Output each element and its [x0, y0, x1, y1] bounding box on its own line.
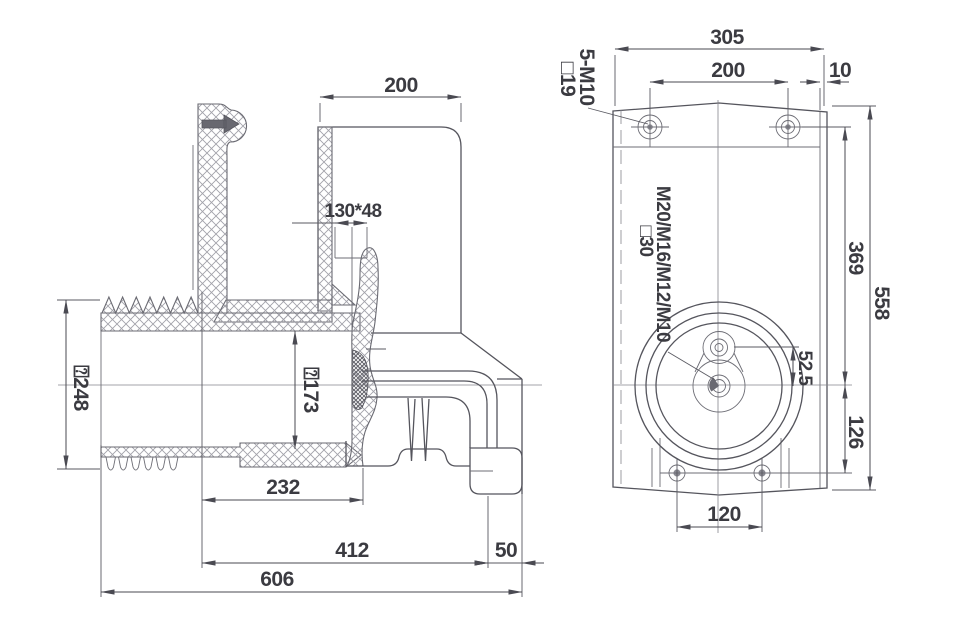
- top-sheds: [101, 295, 199, 315]
- insulator-column-section: [197, 103, 248, 314]
- dim-bore-diameter-label: ⍰173: [299, 367, 322, 413]
- top-cover-outline: [317, 126, 462, 334]
- ext-top-dims: [614, 55, 825, 110]
- rear-plate-edge: [460, 332, 523, 494]
- elbow-inner: [366, 396, 471, 448]
- ext-200: [319, 103, 462, 122]
- side-section-view: 200 130*48 ⍰248 ⍰173 232 412 50 606: [57, 74, 544, 597]
- terminal-note-leader: [667, 351, 716, 381]
- top-bolt-hole-right: [769, 108, 807, 147]
- terminal-note-depth-label: □30: [635, 225, 656, 256]
- dim-hole-to-center-label: 52.5: [794, 351, 815, 387]
- ext-side-dims: [676, 105, 876, 532]
- dim-center-to-lower-holes-label: 126: [844, 415, 867, 449]
- elbow-mid: [362, 380, 488, 448]
- bolt-note-leader: [587, 107, 649, 125]
- top-bolt-hole-left: [631, 108, 669, 147]
- tube-top-wall-section: [100, 312, 361, 332]
- elbow-fins: [407, 397, 430, 462]
- slot-lines: [334, 227, 368, 340]
- dim-overall-length-label: 606: [260, 568, 294, 591]
- dim-top-holes-spacing-label: 200: [711, 59, 745, 82]
- tube-bottom-wall-section: [100, 442, 362, 468]
- dim-slot-label: 130*48: [324, 201, 381, 222]
- dim-cover-width-label: 200: [384, 74, 418, 97]
- corner-rib-lines: [651, 438, 790, 488]
- seal-ring-section: [351, 349, 369, 410]
- dim-body-length-label: 412: [335, 539, 369, 562]
- dim-bore-depth-label: 232: [266, 476, 300, 499]
- bolt-note-label: 5-M10: [575, 48, 598, 105]
- terminal-note-label: M20/M16/M12/M10: [652, 186, 673, 342]
- bolt-note-depth-label: □19: [556, 62, 579, 97]
- dim-shed-diameter-label: ⍰248: [69, 365, 92, 411]
- dim-overall-height-label: 558: [870, 286, 893, 320]
- elbow-outer: [362, 370, 498, 448]
- thread-mark: [709, 377, 719, 392]
- rear-view: 305 200 10 5-M10 □19 M20/M16/M12/M10 □30…: [556, 26, 893, 533]
- lower-lip-profile: [345, 441, 470, 467]
- plate-outline: [612, 102, 828, 496]
- dim-foot-label: 50: [495, 539, 517, 562]
- ext-lengths: [100, 292, 523, 597]
- contact-clip: [201, 114, 240, 134]
- dim-edge-gap-label: 10: [829, 59, 851, 82]
- dim-top-to-center-label: 369: [844, 241, 867, 275]
- dim-lower-holes-spacing-label: 120: [707, 503, 741, 526]
- mounting-foot: [469, 447, 523, 495]
- bottom-sheds: [105, 456, 179, 471]
- dim-plate-width-label: 305: [710, 26, 744, 49]
- gusset-section: [331, 282, 357, 306]
